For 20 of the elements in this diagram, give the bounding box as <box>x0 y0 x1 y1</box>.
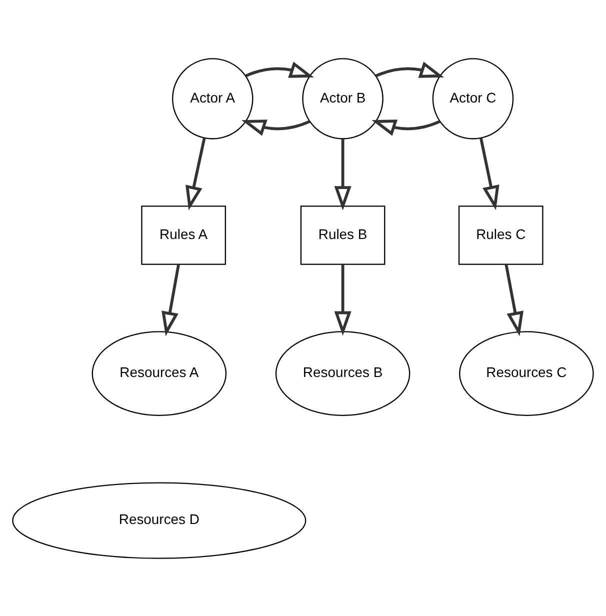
arrow <box>162 264 180 336</box>
node-circle: Actor C <box>432 58 514 139</box>
arrow <box>245 61 314 78</box>
arrow <box>334 264 352 336</box>
arrow <box>186 137 206 210</box>
node-circle: Actor B <box>302 58 384 139</box>
node-box: Rules A <box>141 205 226 264</box>
node-ellipse: Resources B <box>275 330 410 416</box>
arrow <box>504 264 524 336</box>
node-ellipse: Resources D <box>12 482 306 558</box>
node-box: Rules B <box>300 205 386 264</box>
arrow <box>375 61 444 78</box>
node-box: Rules C <box>458 205 544 264</box>
arrow <box>334 138 352 210</box>
node-ellipse: Resources A <box>92 330 227 416</box>
node-circle: Actor A <box>172 58 254 139</box>
arrow <box>372 119 441 136</box>
arrow <box>242 119 310 136</box>
arrow <box>480 138 500 210</box>
node-ellipse: Resources C <box>459 330 594 416</box>
